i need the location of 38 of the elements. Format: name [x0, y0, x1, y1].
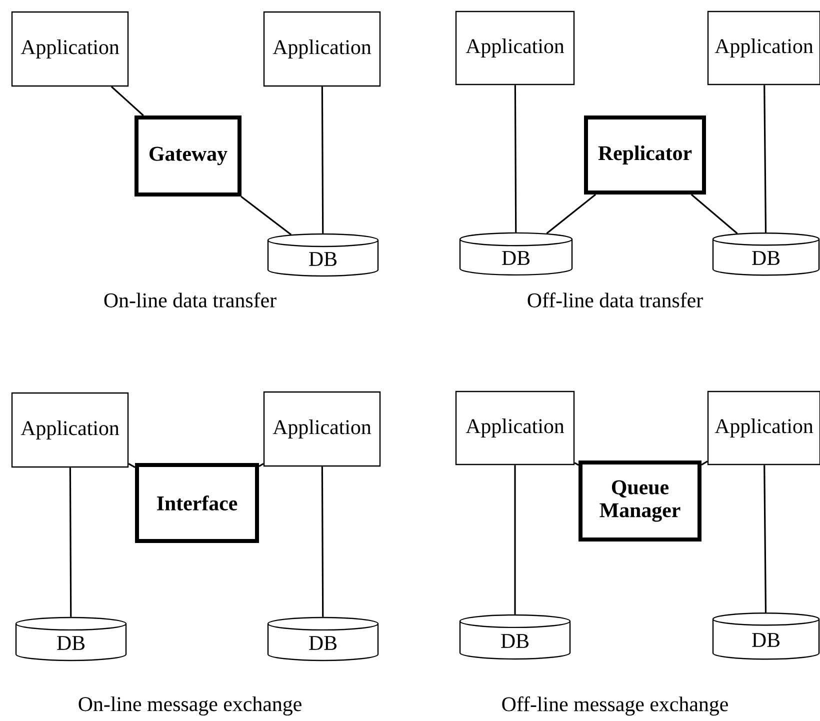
panel-caption: On-line data transfer [104, 292, 276, 308]
connector-line [321, 86, 324, 234]
application-box: Application [455, 390, 575, 466]
component-box: Queue Manager [578, 460, 702, 542]
connector-line [764, 85, 767, 233]
connector-line [690, 194, 738, 234]
database-cylinder: DB [712, 232, 820, 276]
database-cylinder: DB [712, 612, 820, 660]
connector-line [258, 463, 264, 467]
database-cylinder: DB [267, 233, 379, 277]
panel-caption: Off-line data transfer [528, 292, 703, 308]
connector-line [546, 194, 596, 234]
connector-line [514, 465, 516, 614]
connector-line [514, 85, 517, 232]
database-cylinder: DB [459, 232, 573, 276]
connector-line [69, 468, 72, 617]
application-box: Application [263, 11, 381, 87]
connector-line [764, 465, 767, 613]
database-cylinder: DB [267, 616, 379, 662]
application-box: Application [11, 11, 129, 87]
application-box: Application [455, 10, 575, 86]
application-box: Application [707, 390, 820, 466]
connector-line [701, 460, 708, 466]
database-cylinder: DB [15, 616, 127, 662]
connector-line [240, 196, 292, 236]
panel-caption: Off-line message exchange [502, 696, 728, 716]
connector-line [574, 462, 579, 466]
component-box: Gateway [134, 116, 242, 196]
connector-line [128, 462, 136, 468]
component-box: Replicator [584, 116, 706, 194]
application-box: Application [707, 10, 820, 86]
panel-caption: On-line message exchange [78, 696, 302, 716]
connector-line [321, 466, 324, 617]
component-box: Interface [135, 463, 259, 543]
connector-line [110, 86, 144, 116]
application-box: Application [11, 392, 129, 468]
application-box: Application [263, 391, 381, 467]
database-cylinder: DB [459, 614, 571, 660]
